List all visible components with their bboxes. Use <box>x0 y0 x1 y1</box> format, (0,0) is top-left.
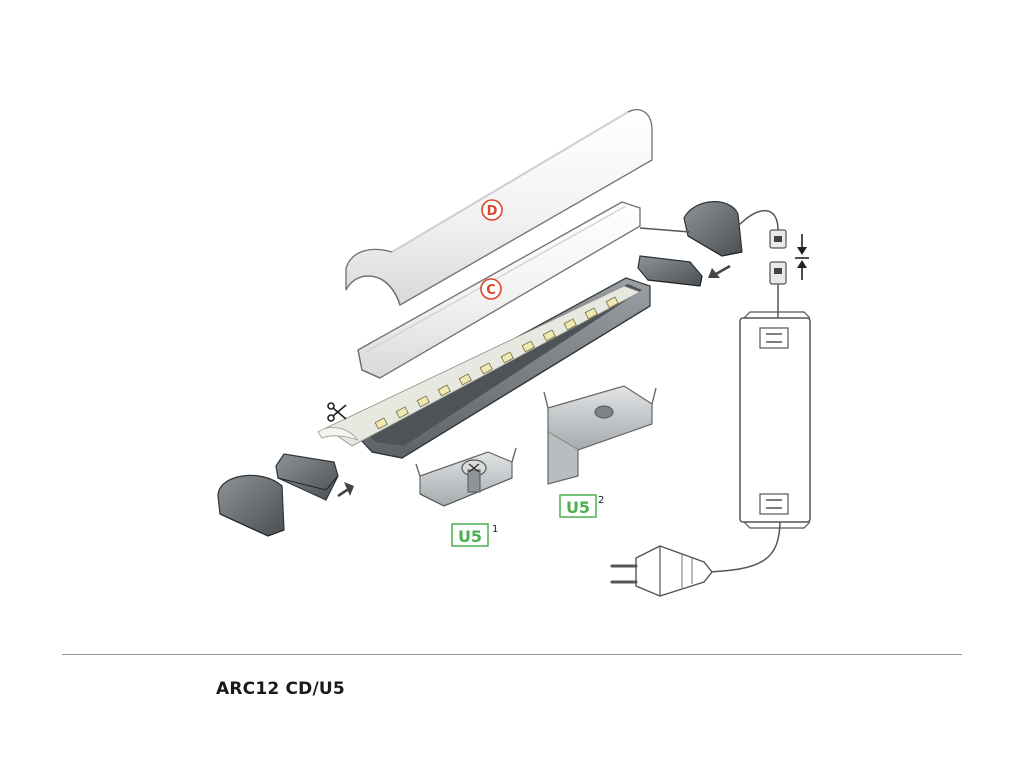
mount-label-1-index: 1 <box>492 524 498 535</box>
mount-label-2: U5 2 <box>559 494 604 518</box>
end-cap-insert <box>275 453 339 501</box>
led-chip <box>479 362 493 375</box>
led-chip <box>374 417 388 430</box>
led-strip <box>317 285 641 447</box>
led-chip <box>563 318 577 331</box>
end-cap-with-cable <box>683 201 743 257</box>
mount-label-2-index: 2 <box>598 495 604 506</box>
led-chip <box>542 329 556 342</box>
mount-clip-angled <box>543 385 657 485</box>
label-d-text: D <box>487 204 498 219</box>
scissors-icon <box>327 402 347 422</box>
mount-label-2-text: U5 <box>566 498 590 517</box>
led-chip <box>521 340 535 353</box>
connect-arrows-icon <box>795 234 809 280</box>
label-c-text: C <box>486 283 496 298</box>
led-chip <box>458 373 472 386</box>
cable-connector <box>769 229 787 285</box>
mains-plug <box>610 545 713 597</box>
mount-label-1: U5 1 <box>451 523 498 547</box>
product-title: ARC12 CD/U5 <box>216 679 345 699</box>
end-cap-with-hole <box>637 255 703 287</box>
power-supply <box>739 311 811 529</box>
arrow-icon <box>708 264 731 278</box>
arrow-icon <box>337 482 354 498</box>
led-chip <box>395 406 409 419</box>
led-chip <box>584 307 598 320</box>
led-chip <box>605 296 619 309</box>
led-chip <box>437 384 451 397</box>
led-chip <box>500 351 514 364</box>
mount-clip-flat <box>415 447 517 507</box>
label-badge-c: C <box>480 278 502 300</box>
label-badge-d: D <box>481 199 503 221</box>
led-chip <box>416 395 430 408</box>
end-cap-solid <box>217 474 285 537</box>
mount-label-1-text: U5 <box>458 527 482 546</box>
footer-divider <box>62 654 962 655</box>
